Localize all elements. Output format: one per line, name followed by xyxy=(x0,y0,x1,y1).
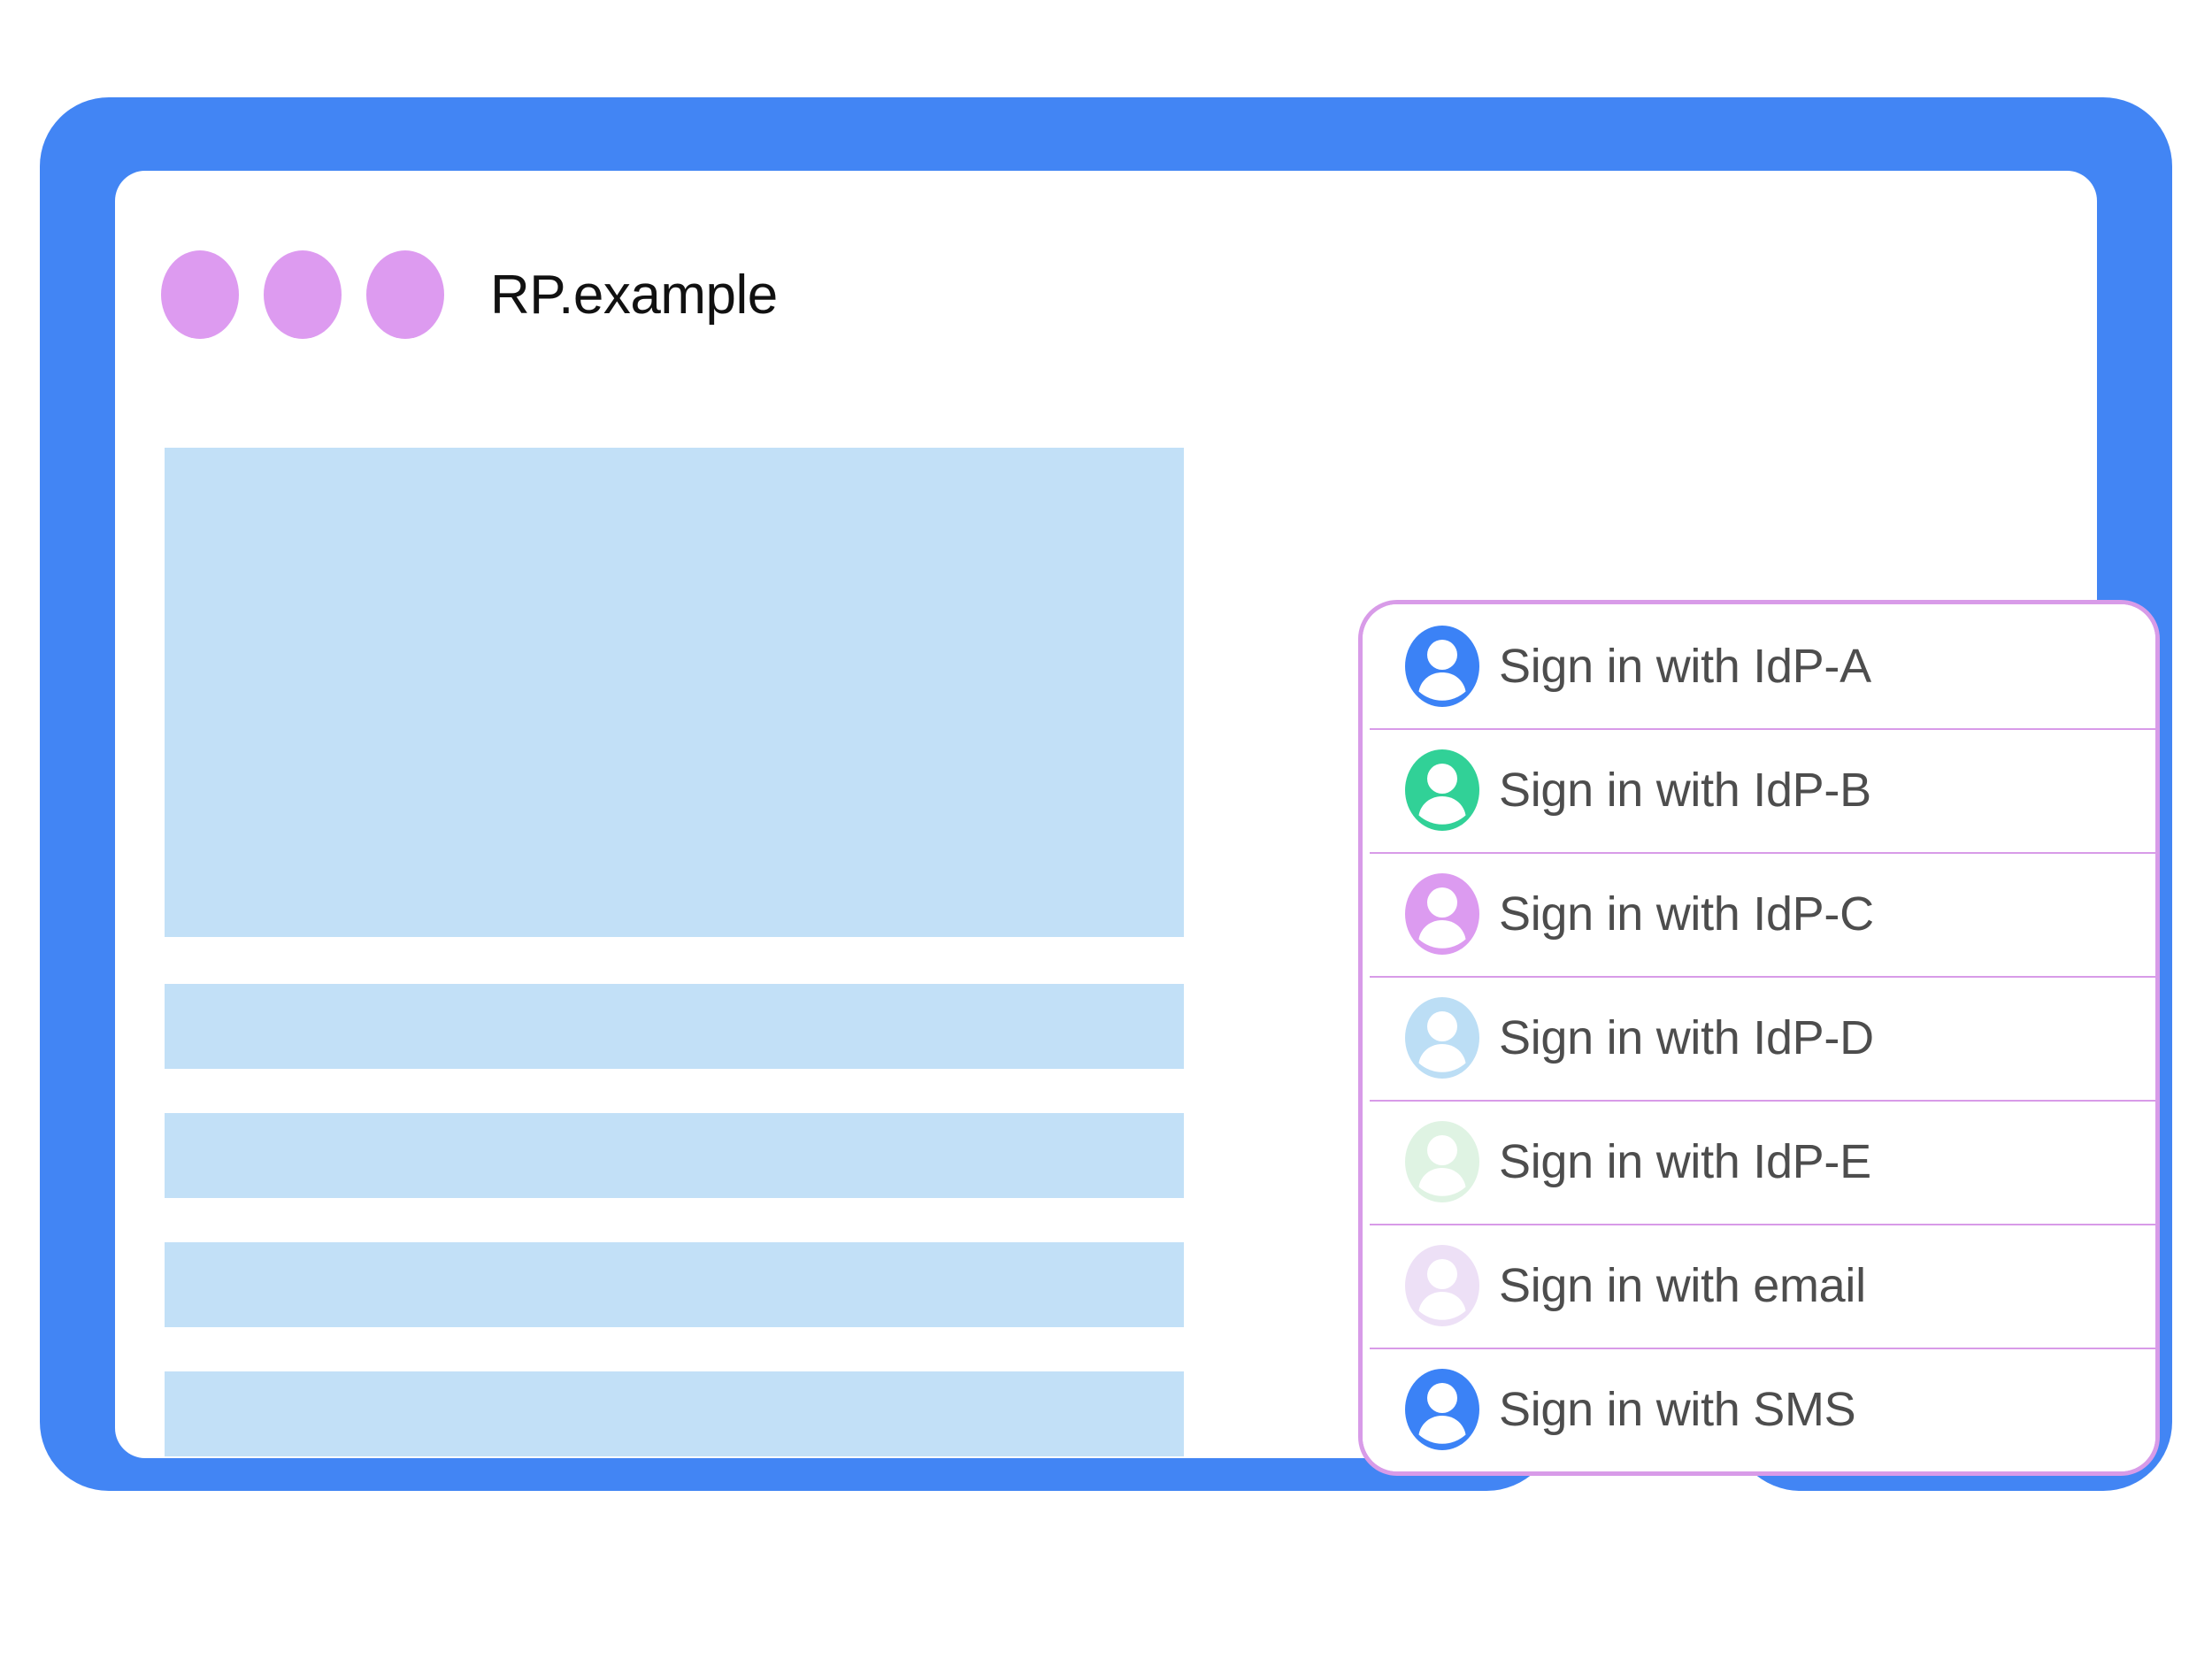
content-placeholder-hero xyxy=(165,448,1184,937)
account-chooser-label: Sign in with email xyxy=(1499,1259,1866,1312)
person-avatar-icon xyxy=(1405,873,1479,955)
account-chooser-row[interactable]: Sign in with IdP-B xyxy=(1363,728,2155,852)
person-avatar-icon xyxy=(1405,749,1479,831)
page-content-placeholders xyxy=(165,448,1184,1456)
account-chooser-label: Sign in with SMS xyxy=(1499,1383,1856,1436)
person-avatar-icon xyxy=(1405,1121,1479,1202)
account-chooser-row[interactable]: Sign in with IdP-A xyxy=(1363,604,2155,728)
content-placeholder-bar-4 xyxy=(165,1371,1184,1456)
account-chooser-label: Sign in with IdP-D xyxy=(1499,1011,1874,1064)
window-dot-2[interactable] xyxy=(264,250,342,339)
account-chooser-label: Sign in with IdP-C xyxy=(1499,887,1874,941)
content-placeholder-bar-1 xyxy=(165,984,1184,1069)
account-chooser-row[interactable]: Sign in with IdP-C xyxy=(1363,852,2155,976)
person-avatar-icon xyxy=(1405,1245,1479,1326)
account-chooser-label: Sign in with IdP-E xyxy=(1499,1135,1871,1188)
account-chooser-panel: Sign in with IdP-A Sign in with IdP-B Sign… xyxy=(1358,600,2160,1476)
account-chooser-row[interactable]: Sign in with SMS xyxy=(1363,1348,2155,1471)
content-placeholder-bar-3 xyxy=(165,1242,1184,1327)
person-avatar-icon xyxy=(1405,1369,1479,1450)
account-chooser-label: Sign in with IdP-A xyxy=(1499,640,1871,693)
account-chooser-row[interactable]: Sign in with IdP-E xyxy=(1363,1100,2155,1224)
window-dot-1[interactable] xyxy=(161,250,239,339)
page-title: RP.example xyxy=(490,264,778,326)
account-chooser-row[interactable]: Sign in with email xyxy=(1363,1224,2155,1348)
account-chooser-row[interactable]: Sign in with IdP-D xyxy=(1363,976,2155,1100)
window-dot-3[interactable] xyxy=(366,250,444,339)
content-placeholder-bar-2 xyxy=(165,1113,1184,1198)
person-avatar-icon xyxy=(1405,626,1479,707)
browser-titlebar: RP.example xyxy=(161,246,778,343)
person-avatar-icon xyxy=(1405,997,1479,1079)
window-controls xyxy=(161,250,444,339)
account-chooser-label: Sign in with IdP-B xyxy=(1499,764,1871,817)
